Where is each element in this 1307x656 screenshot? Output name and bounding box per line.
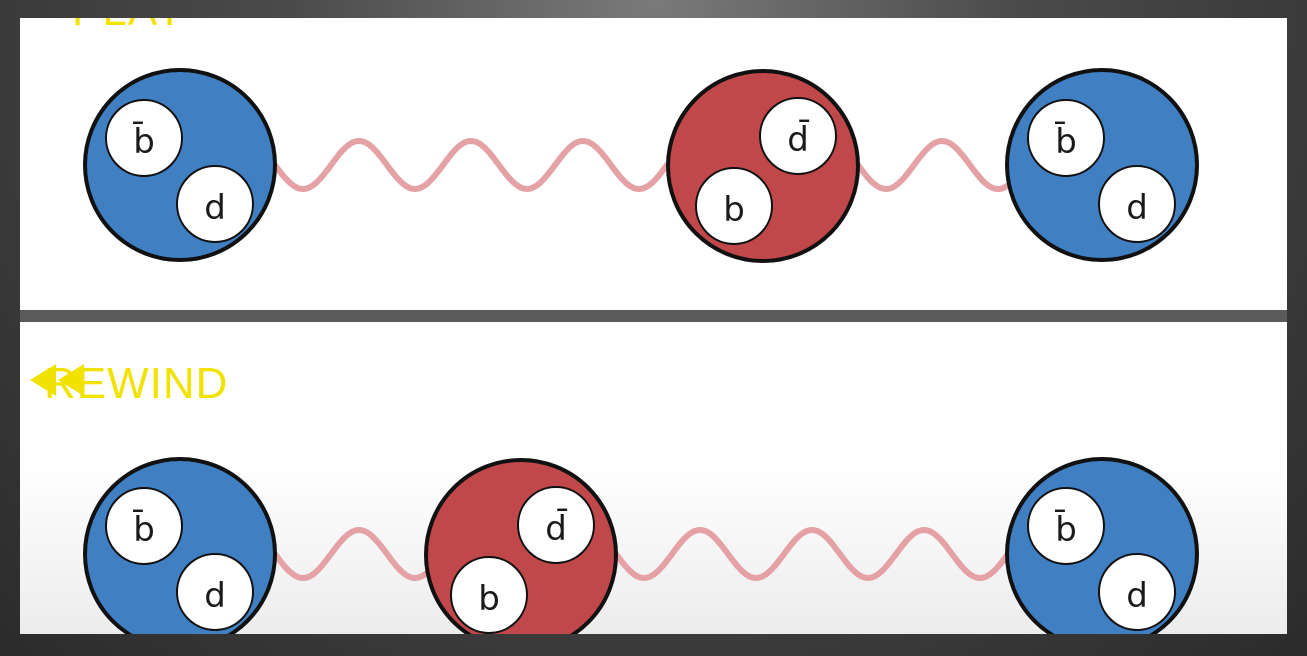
quark-label: d bbox=[204, 576, 226, 616]
quark-d: d bbox=[1098, 165, 1176, 243]
quark-label: d̄ bbox=[787, 119, 809, 160]
quark-label: d bbox=[1126, 576, 1148, 616]
quark-b: b bbox=[695, 167, 773, 245]
quark-label: b bbox=[723, 190, 745, 230]
quark-label: d̄ bbox=[545, 508, 567, 549]
quark-label: b̄ bbox=[132, 121, 154, 162]
quark-label: b bbox=[478, 579, 500, 619]
quark-anti-b: b̄ bbox=[1027, 487, 1105, 565]
quark-label: b̄ bbox=[1054, 509, 1076, 550]
rewind-label: REWIND bbox=[28, 362, 228, 406]
quark-label: d bbox=[1126, 188, 1148, 228]
meson-b0-3: b̄ d bbox=[83, 457, 277, 634]
quark-d: d bbox=[1098, 553, 1176, 631]
top-panel: PLAY b̄ d d̄ b bbox=[20, 18, 1287, 310]
quark-b: b bbox=[450, 556, 528, 634]
meson-b0-1: b̄ d bbox=[83, 68, 277, 262]
bottom-panel: REWIND b̄ d d̄ b bbox=[20, 322, 1287, 634]
quark-anti-b: b̄ bbox=[105, 99, 183, 177]
quark-d: d bbox=[176, 165, 254, 243]
quark-anti-b: b̄ bbox=[105, 487, 183, 565]
play-label: PLAY bbox=[72, 18, 185, 26]
wave-2 bbox=[855, 137, 1010, 193]
quark-d: d bbox=[176, 553, 254, 631]
wave-4 bbox=[613, 526, 1010, 582]
quark-anti-b: b̄ bbox=[1027, 99, 1105, 177]
wave-3 bbox=[272, 526, 429, 582]
meson-b0bar-2: d̄ b bbox=[424, 458, 618, 634]
wave-1 bbox=[272, 137, 671, 193]
bottom-diagram: b̄ d d̄ b b̄ bbox=[83, 457, 1199, 634]
panel-divider bbox=[20, 310, 1287, 322]
quark-anti-d: d̄ bbox=[517, 486, 595, 564]
quark-label: b̄ bbox=[132, 509, 154, 550]
quark-label: d bbox=[204, 188, 226, 228]
quark-label: b̄ bbox=[1054, 121, 1076, 162]
quark-anti-d: d̄ bbox=[759, 97, 837, 175]
meson-b0bar-1: d̄ b bbox=[666, 69, 860, 263]
meson-b0-4: b̄ d bbox=[1005, 457, 1199, 634]
meson-b0-2: b̄ d bbox=[1005, 68, 1199, 262]
top-diagram: b̄ d d̄ b b̄ bbox=[83, 68, 1199, 263]
play-label-text: PLAY bbox=[72, 18, 185, 26]
